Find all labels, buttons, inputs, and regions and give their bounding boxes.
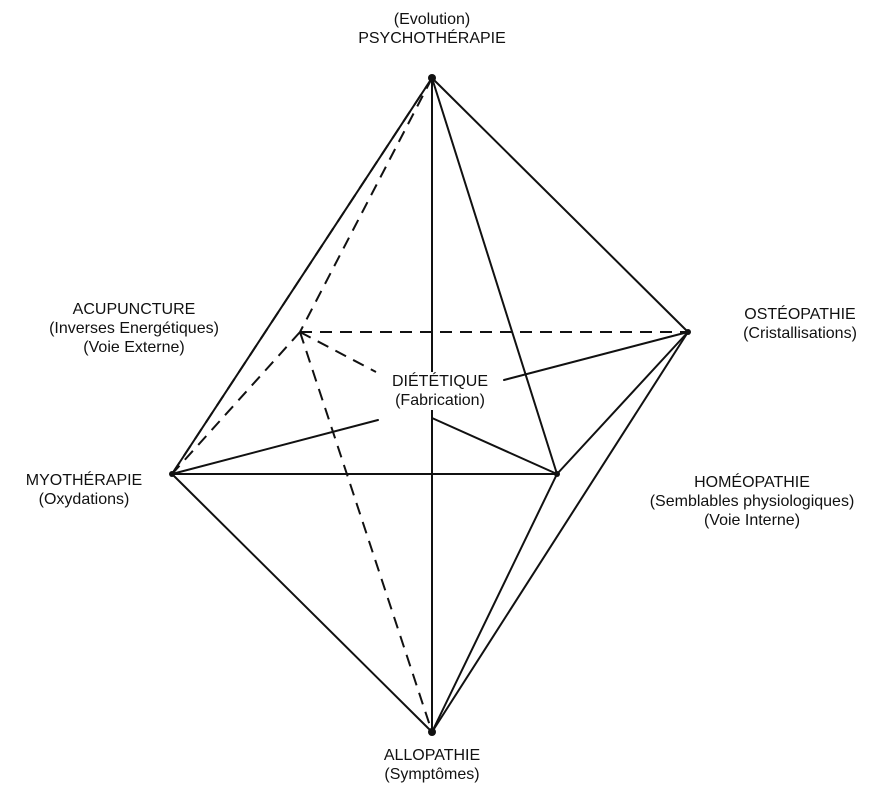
edge-top-front-right [431,77,558,475]
vertex-top [428,74,436,82]
edge-center-front-right [431,417,558,475]
label-acupuncture-subtitle-2: (Voie Externe) [83,339,185,356]
label-myotherapie-subtitle: (Oxydations) [38,491,130,508]
edge-back-right-bottom [431,331,689,733]
label-allopathie: ALLOPATHIE (Symptômes) [384,746,480,784]
label-allopathie-subtitle: (Symptômes) [384,766,480,783]
edge-back-right-center [503,331,689,381]
edge-top-back-right [431,77,689,333]
vertex-back-right [685,329,691,335]
hidden-edge-back-left-center [299,331,377,373]
hidden-edge-back-left-bottom [299,331,433,733]
edge-front-left-center [171,419,379,475]
label-myotherapie: MYOTHÉRAPIE (Oxydations) [26,471,142,509]
hidden-edge-top-back-left [299,77,433,333]
label-homeopathie-title: HOMÉOPATHIE [694,474,810,491]
hidden-edge-back-left-front-left [171,331,301,475]
label-acupuncture-subtitle-1: (Inverses Energétiques) [49,320,219,337]
label-osteopathie: OSTÉOPATHIE (Cristallisations) [743,305,857,343]
vertex-front-right [554,471,560,477]
vertex-bottom [428,728,436,736]
label-dietetique: DIÉTÉTIQUE (Fabrication) [387,372,493,410]
label-myotherapie-title: MYOTHÉRAPIE [25,472,143,489]
label-homeopathie-subtitle-1: (Semblables physiologiques) [649,493,855,510]
edge-front-right-bottom [431,473,558,733]
label-allopathie-title: ALLOPATHIE [383,747,481,764]
vertex-front-left [169,471,175,477]
edge-front-right-back-right [556,331,689,475]
label-osteopathie-subtitle: (Cristallisations) [743,325,857,342]
label-osteopathie-title: OSTÉOPATHIE [744,306,856,323]
label-homeopathie: HOMÉOPATHIE (Semblables physiologiques) … [650,473,855,530]
label-psychotherapie: (Evolution) PSYCHOTHÉRAPIE [358,10,506,48]
label-acupuncture: ACUPUNCTURE (Inverses Energétiques) (Voi… [49,300,219,357]
edge-top-front-left [171,77,433,475]
label-dietetique-subtitle: (Fabrication) [395,392,485,409]
label-dietetique-title: DIÉTÉTIQUE [391,373,489,390]
edge-front-left-bottom [171,473,433,733]
label-homeopathie-subtitle-2: (Voie Interne) [703,512,801,529]
label-acupuncture-title: ACUPUNCTURE [72,301,196,318]
label-psychotherapie-subtitle: (Evolution) [393,11,471,28]
label-psychotherapie-title: PSYCHOTHÉRAPIE [358,30,506,47]
